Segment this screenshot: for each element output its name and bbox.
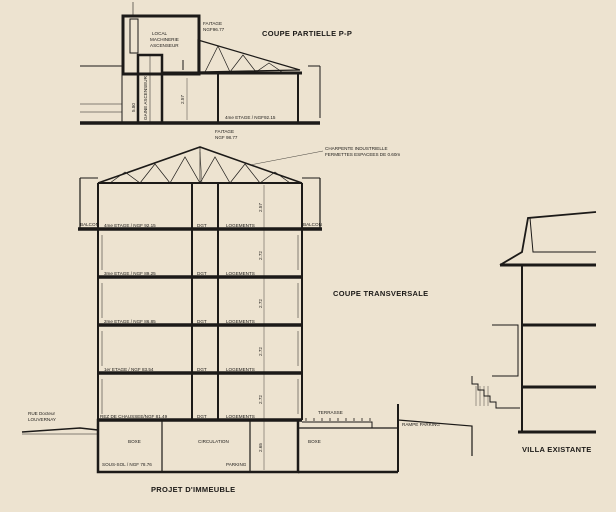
level-2-zone: DGT	[197, 319, 207, 324]
transverse-section-title: COUPE TRANSVERSALE	[333, 289, 428, 298]
project-title: PROJET D'IMMEUBLE	[151, 485, 235, 494]
machine-room-label-3: ASCENSEUR	[150, 43, 179, 48]
transverse-section: FAITAGE NGF 98.77 CHARPENTE INDUSTRIELLE…	[21, 129, 473, 494]
level-3-label: 3me ETAGE / NGF 89.25	[104, 271, 156, 276]
balcony-right-label: BALCON	[303, 222, 322, 227]
dim-1: 2.57	[258, 203, 263, 212]
shaft-label: GAINE ASCENSEUR	[143, 75, 148, 120]
partial-ridge-level: NGF96.77	[203, 27, 225, 32]
existing-villa-title: VILLA EXISTANTE	[522, 445, 592, 454]
level-1-label: 1er ETAGE / NGF 83.54	[104, 367, 154, 372]
basement-level-label: SOUS-SOL / NGF 78.76	[102, 462, 152, 467]
level-1-zone: DGT	[197, 367, 207, 372]
level-0-zone: DGT	[197, 414, 207, 419]
level-1-use: LOGEMENTS	[226, 367, 255, 372]
truss-note-1: CHARPENTE INDUSTRIELLE	[325, 146, 388, 151]
balcony-left-label: BALCON	[80, 222, 99, 227]
ramp-label: RAMPE PARKING	[402, 422, 440, 427]
level-2-label: 2me ETAGE / NGF 86.85	[104, 319, 156, 324]
level-3-use: LOGEMENTS	[226, 271, 255, 276]
level-0-label: REZ DE CHAUSSEE/NGF 81.49	[100, 414, 168, 419]
machine-room-label-1: LOCAL	[152, 31, 168, 36]
ridge-label: FAITAGE	[215, 129, 234, 134]
svg-text:5.80: 5.80	[131, 103, 136, 112]
level-4-zone: DGT	[197, 223, 207, 228]
existing-villa: VILLA EXISTANTE	[471, 211, 597, 454]
box-right-label: BOXE	[308, 439, 321, 444]
partial-section-title: COUPE PARTIELLE P-P	[262, 29, 352, 38]
level-4-label: 4me ETAGE / NGF 92.15	[104, 223, 156, 228]
box-left-label: BOXE	[128, 439, 141, 444]
terrace-label: TERRASSE	[318, 410, 343, 415]
level-4-use: LOGEMENTS	[226, 223, 255, 228]
dim-5: 2.72	[258, 395, 263, 404]
svg-text:2.57: 2.57	[180, 95, 185, 104]
machine-room-label-2: MACHINERIE	[150, 37, 179, 42]
dim-4: 2.72	[258, 347, 263, 356]
partial-ridge-label: FAITAGE	[203, 21, 222, 26]
truss-note-2: FERMETTES ESPACEES DE 0.60m	[325, 152, 400, 157]
parking-label: PARKING	[226, 462, 247, 467]
dim-3: 2.72	[258, 299, 263, 308]
dim-2: 2.72	[258, 251, 263, 260]
level-0-use: LOGEMENTS	[226, 414, 255, 419]
level-2-use: LOGEMENTS	[226, 319, 255, 324]
partial-section: 2.57 5.80 LOCAL MACHINERIE ASCENSEUR FAI…	[80, 2, 352, 125]
dim-6: 2.65	[258, 443, 263, 452]
street-label-1: RUE Docteur	[28, 411, 56, 416]
street-label-2: LOUVERNAY	[28, 417, 56, 422]
ridge-level: NGF 98.77	[215, 135, 238, 140]
circulation-label: CIRCULATION	[198, 439, 229, 444]
level-3-zone: DGT	[197, 271, 207, 276]
partial-floor4-label: 4me ETAGE / NGF92.15	[225, 115, 276, 120]
